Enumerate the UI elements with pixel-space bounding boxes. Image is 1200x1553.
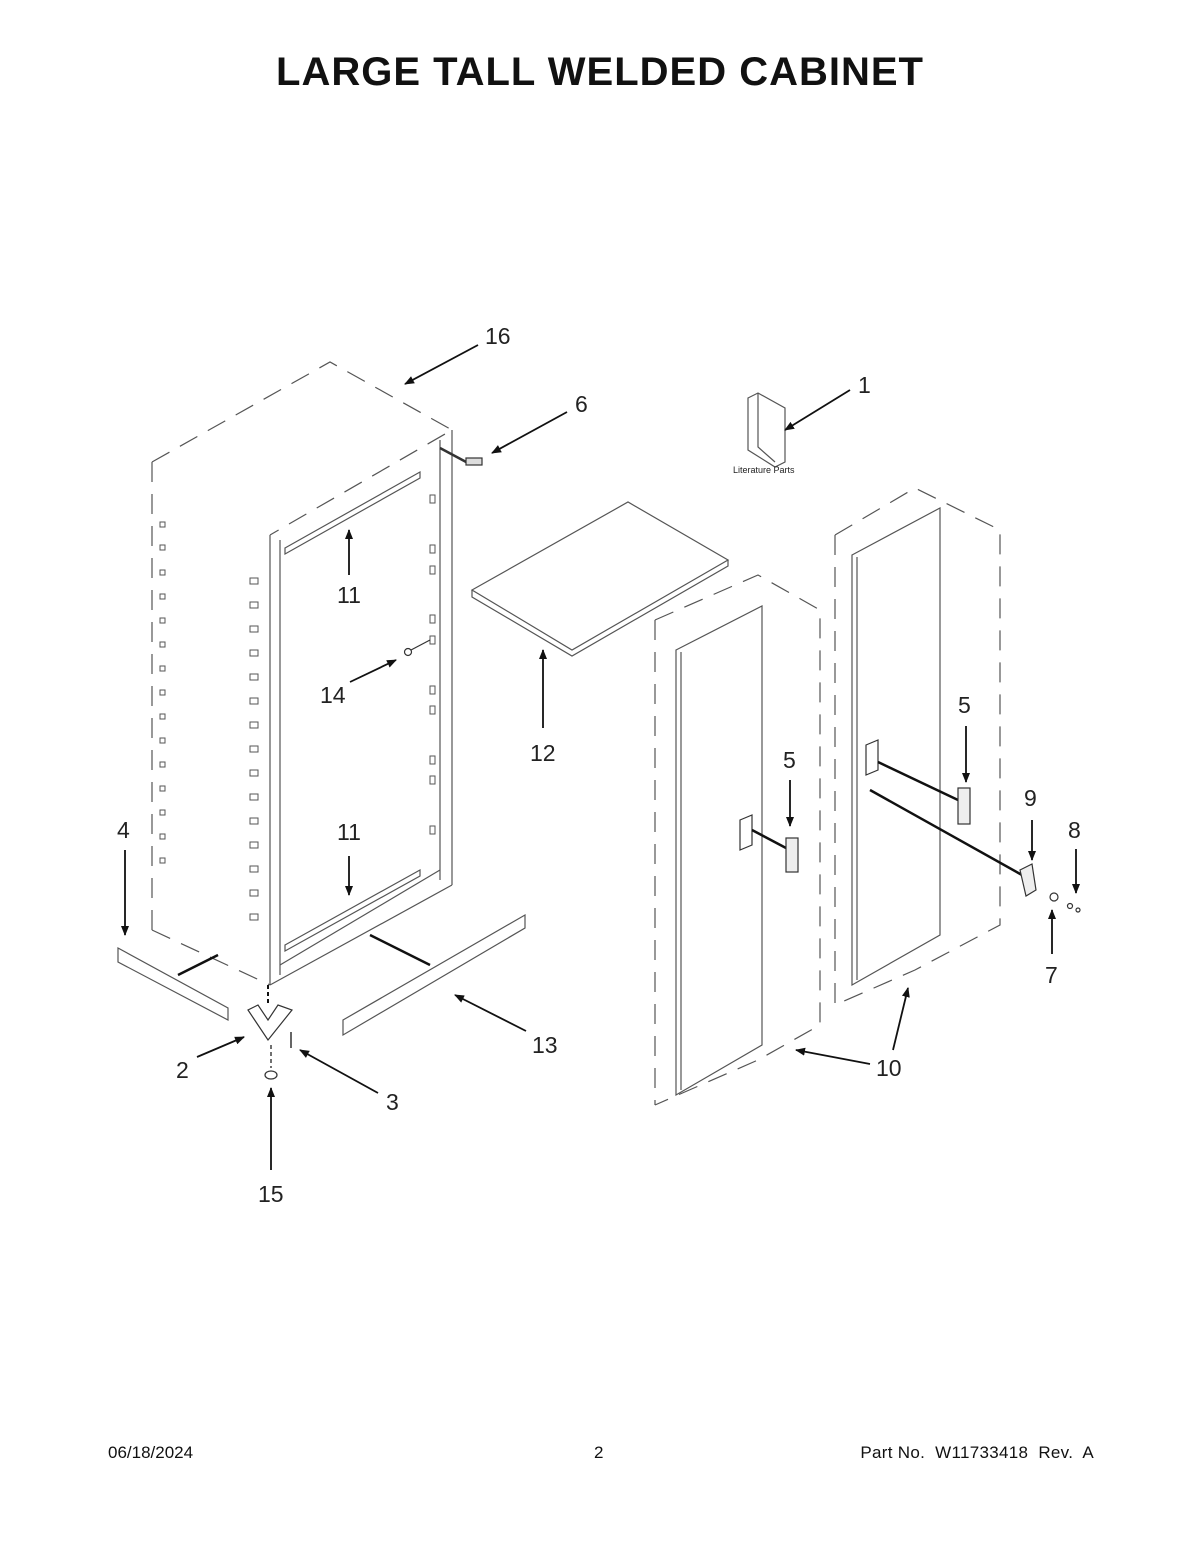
part-no-value: W11733418 — [935, 1443, 1029, 1462]
footer-part-number: Part No. W11733418 Rev. A — [860, 1443, 1094, 1463]
part-no-label: Part No. — [860, 1443, 926, 1462]
callout-9: 9 — [1024, 785, 1037, 811]
callout-2: 2 — [176, 1057, 189, 1083]
lock-assembly — [869, 788, 1081, 913]
callout-15: 15 — [258, 1181, 284, 1207]
literature-parts-label: Literature Parts — [733, 465, 795, 475]
callout-10: 10 — [876, 1055, 902, 1081]
callout-11-bottom: 11 — [337, 819, 361, 845]
rev-label: Rev. — [1038, 1443, 1074, 1462]
cabinet-body — [151, 361, 454, 986]
handle-left — [739, 814, 799, 873]
part-1-literature — [747, 392, 786, 468]
side-shelf-slots — [159, 494, 436, 921]
callout-8: 8 — [1068, 817, 1081, 843]
callout-5-right: 5 — [958, 692, 971, 718]
callout-12: 12 — [530, 740, 556, 766]
part-13 — [342, 913, 526, 1037]
callout-1: 1 — [858, 372, 871, 398]
page-title: LARGE TALL WELDED CABINET — [276, 50, 924, 94]
leader-arrows — [121, 344, 1080, 1170]
callout-7: 7 — [1045, 962, 1058, 988]
callout-11-top: 11 — [337, 582, 361, 608]
callout-14: 14 — [320, 682, 346, 708]
part-15 — [264, 1045, 278, 1080]
part-14 — [403, 639, 431, 657]
part-2 — [247, 985, 293, 1042]
handle-right — [865, 739, 971, 825]
part-12-shelf — [470, 501, 730, 657]
part-4 — [117, 946, 229, 1021]
rev-value: A — [1082, 1443, 1094, 1462]
callout-4: 4 — [117, 817, 130, 843]
callout-16: 16 — [485, 323, 511, 349]
callout-5-left: 5 — [783, 747, 796, 773]
footer-page-number: 2 — [594, 1443, 604, 1462]
callout-6: 6 — [575, 391, 588, 417]
door-right — [834, 487, 1001, 1006]
callout-13: 13 — [532, 1032, 558, 1058]
part-6 — [439, 446, 483, 466]
callout-3: 3 — [386, 1089, 399, 1115]
footer-date: 06/18/2024 — [108, 1443, 194, 1462]
door-left — [654, 574, 821, 1106]
